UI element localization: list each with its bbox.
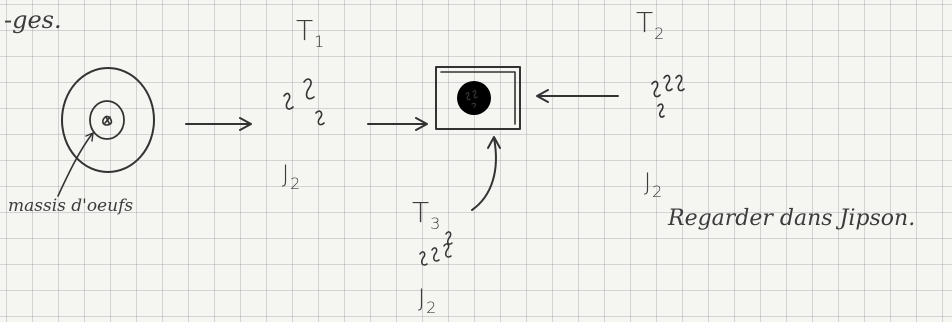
tank-t2-juvenile-label: J2: [644, 168, 662, 201]
tank-t3-juvenile-letter: J: [418, 284, 426, 312]
tank-t1-juvenile-sub: 2: [290, 174, 301, 193]
t3-worms: [419, 231, 453, 266]
central-box-circle: [457, 81, 491, 115]
tank-t1-juvenile-label: J2: [282, 160, 300, 193]
tank-t3-juvenile-sub: 2: [426, 298, 437, 317]
arrow-t1-to-box: [367, 117, 428, 131]
tank-t1-juvenile-letter: J: [282, 160, 290, 188]
arrow-t3-to-box: [471, 136, 501, 211]
tank-t3-label: T3: [412, 196, 440, 233]
egg-mass-inner-circle: [89, 100, 125, 140]
egg-mass-drawing: [57, 67, 155, 197]
arrow-t2-to-box: [536, 89, 619, 103]
tank-t3-letter: T: [412, 196, 430, 229]
egg-mass-outer-circle: [61, 67, 155, 173]
tank-t2-juvenile-letter: J: [644, 168, 652, 196]
central-box-worms: [465, 90, 478, 108]
arrow-eggs-to-t1: [185, 117, 252, 131]
note-text: Regarder dans Jipson.: [668, 206, 916, 231]
tank-t1-label: T1: [296, 14, 324, 51]
tank-t3-juvenile-label: J2: [418, 284, 436, 317]
central-box-outer: [435, 66, 521, 130]
tank-t1-sub: 1: [314, 32, 325, 51]
tank-t2-label: T2: [636, 6, 664, 43]
tank-t2-juvenile-sub: 2: [652, 182, 663, 201]
egg-mass-pointer-line: [57, 133, 93, 197]
central-box: [435, 66, 521, 130]
header-fragment: -ges.: [4, 6, 62, 34]
tank-t3-sub: 3: [430, 214, 441, 233]
egg-mass-core: [102, 115, 113, 126]
egg-mass-label: massis d'oeufs: [8, 196, 134, 216]
tank-t1-letter: T: [296, 14, 314, 47]
t2-worms: [651, 74, 685, 118]
tank-t2-letter: T: [636, 6, 654, 39]
t1-worms: [283, 78, 325, 126]
central-box-inner: [440, 71, 516, 125]
tank-t2-sub: 2: [654, 24, 665, 43]
